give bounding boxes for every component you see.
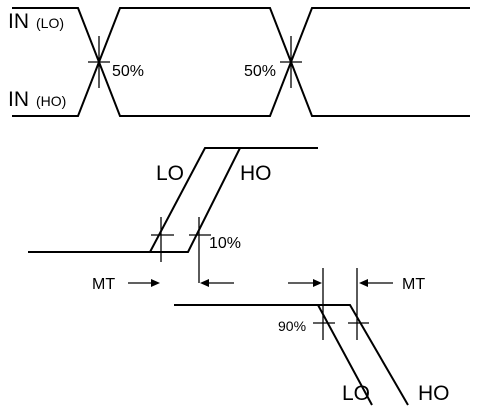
mt-marker-left (128, 279, 234, 287)
in-ho-sub-label: (HO) (36, 93, 66, 109)
in-lo-sub-label: (LO) (36, 15, 64, 31)
input-waveforms (12, 7, 470, 117)
mt-left-arrow-right-head (151, 279, 160, 287)
fall-lo-label: LO (342, 382, 370, 405)
rise-lo-label: LO (156, 162, 184, 185)
threshold-label-left: 50% (112, 63, 144, 80)
in-ho-main-label: IN (8, 88, 29, 111)
mt-marker-right (288, 279, 393, 287)
rising-outputs (28, 147, 318, 283)
mt-left-arrow-left-head (200, 279, 209, 287)
in-ho-waveform (12, 7, 470, 117)
mt-right-arrow-right-head (313, 279, 322, 287)
input-label-lo: IN (LO) (8, 10, 64, 33)
in-lo-waveform (12, 7, 470, 117)
fall-ho-label: HO (418, 382, 450, 405)
threshold-label-right: 50% (244, 63, 276, 80)
rise-lo-waveform (28, 147, 240, 253)
input-label-ho: IN (HO) (8, 88, 66, 111)
mt-label-left: MT (92, 276, 115, 293)
mt-right-arrow-left-head (359, 279, 368, 287)
falling-outputs (174, 268, 409, 406)
rise-ho-label: HO (240, 162, 272, 185)
threshold-label-10: 10% (209, 235, 241, 252)
mt-label-right: MT (402, 276, 425, 293)
fall-ho-waveform (318, 304, 409, 406)
rise-ho-waveform (150, 147, 318, 253)
in-lo-main-label: IN (8, 10, 29, 33)
threshold-label-90: 90% (278, 318, 306, 334)
